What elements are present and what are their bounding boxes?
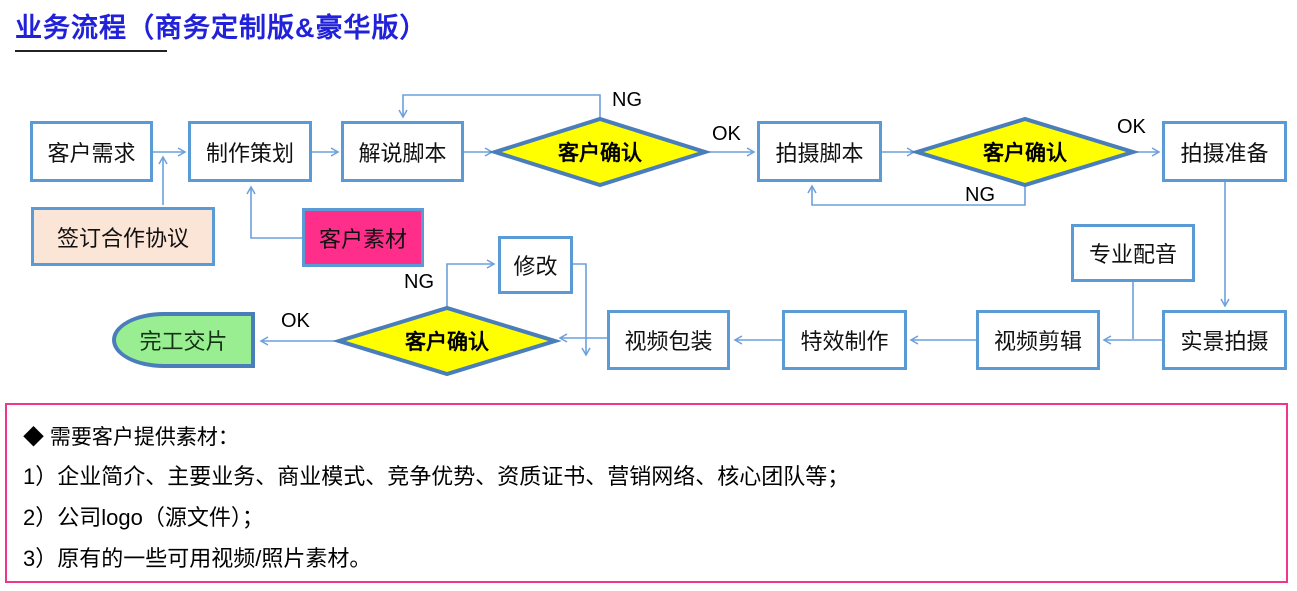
notes-box: ◆ 需要客户提供素材： 1）企业简介、主要业务、商业模式、竞争优势、资质证书、营…	[5, 403, 1288, 583]
decision-diamond-confirm2	[910, 116, 1140, 188]
node-revise: 修改	[498, 236, 573, 294]
node-location-shooting: 实景拍摄	[1162, 310, 1287, 370]
decision-diamond-confirm3	[332, 305, 562, 377]
node-narration-script: 解说脚本	[341, 121, 464, 182]
node-video-packaging: 视频包装	[607, 310, 730, 370]
edge-label-ng3: NG	[404, 271, 434, 293]
node-customer-materials: 客户素材	[302, 208, 424, 267]
page-title: 业务流程（商务定制版&豪华版）	[15, 13, 428, 43]
notes-item-1: 1）企业简介、主要业务、商业模式、竞争优势、资质证书、营销网络、核心团队等；	[23, 464, 850, 489]
notes-item-2: 2）公司logo（源文件）；	[23, 505, 264, 530]
edge-confirm3-ng-to-revise	[446, 259, 496, 307]
edge-materials-to-planning	[246, 185, 302, 239]
edge-label-ok1: OK	[712, 123, 741, 145]
node-effects-production: 特效制作	[782, 310, 907, 370]
edge-label-ng1: NG	[612, 89, 642, 111]
edge-label-ok2: OK	[1117, 116, 1146, 138]
node-production-planning: 制作策划	[188, 121, 312, 182]
node-shooting-prep: 拍摄准备	[1162, 121, 1287, 182]
edge-label-ng2: NG	[965, 184, 995, 206]
notes-heading: ◆ 需要客户提供素材：	[23, 426, 239, 449]
decision-diamond-confirm1	[488, 116, 712, 188]
node-customer-needs: 客户需求	[30, 121, 153, 182]
edge-confirm2-ng-loop	[807, 184, 1026, 206]
node-shooting-script: 拍摄脚本	[757, 121, 882, 182]
node-final-delivery: 完工交片	[112, 312, 255, 368]
title-underline	[15, 50, 167, 52]
node-pro-voiceover: 专业配音	[1071, 224, 1195, 282]
notes-item-3: 3）原有的一些可用视频/照片素材。	[23, 546, 372, 571]
edge-confirm1-ng-loop	[398, 94, 601, 119]
node-video-editing: 视频剪辑	[976, 310, 1100, 370]
edge-label-ok3: OK	[281, 310, 310, 332]
node-sign-agreement: 签订合作协议	[31, 207, 215, 266]
edge-revise-return	[573, 263, 591, 357]
